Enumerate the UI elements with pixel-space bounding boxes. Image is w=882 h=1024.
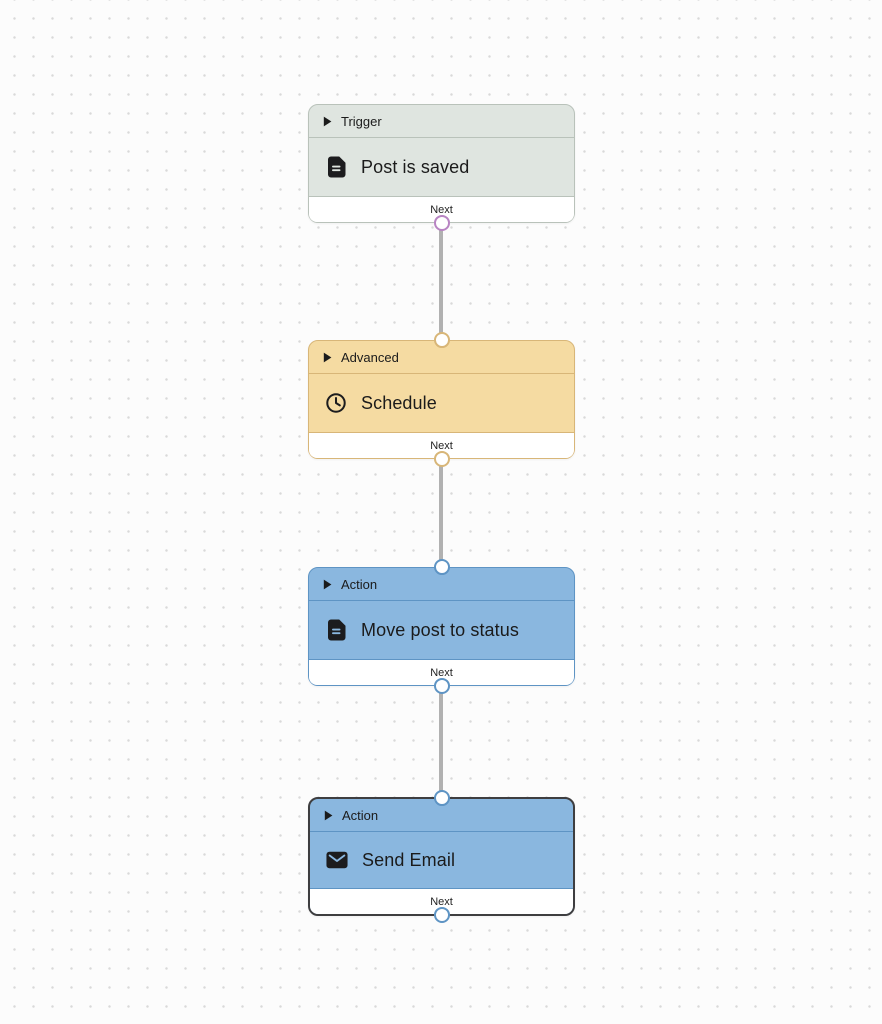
play-icon [323, 579, 332, 590]
play-icon [324, 810, 333, 821]
output-port[interactable] [433, 214, 450, 231]
document-icon [325, 619, 347, 641]
node-advanced-schedule[interactable]: Advanced Schedule Next [308, 332, 575, 467]
input-port[interactable] [433, 790, 450, 807]
output-port[interactable] [433, 677, 450, 694]
document-icon [325, 156, 347, 178]
node-category-label: Advanced [341, 349, 399, 365]
input-port[interactable] [433, 559, 450, 576]
edge-move-post-to-send-email[interactable] [439, 685, 443, 798]
node-body: Schedule [309, 374, 574, 432]
edge-trigger-to-schedule[interactable] [439, 223, 443, 341]
node-header: Advanced [309, 341, 574, 374]
node-action-move-post-to-status[interactable]: Action Move post to status Next [308, 559, 575, 694]
node-body: Move post to status [309, 601, 574, 659]
node-footer: Next [309, 659, 574, 685]
node-title: Schedule [361, 392, 437, 413]
node-body: Post is saved [309, 138, 574, 196]
edge-schedule-to-move-post[interactable] [439, 458, 443, 568]
node-category-label: Action [341, 576, 378, 592]
node-header: Trigger [309, 105, 574, 138]
next-port-label: Next [430, 895, 453, 908]
output-port[interactable] [433, 906, 450, 923]
node-body: Send Email [310, 832, 573, 888]
play-icon [323, 116, 332, 127]
node-header: Action [310, 799, 573, 832]
input-port[interactable] [433, 332, 450, 349]
next-port-label: Next [430, 666, 453, 679]
node-action-send-email[interactable]: Action Send Email Next [308, 790, 575, 923]
node-trigger-post-is-saved[interactable]: Trigger Post is saved Next [308, 104, 575, 231]
node-title: Move post to status [361, 619, 519, 640]
output-port[interactable] [433, 450, 450, 467]
node-category-label: Action [342, 807, 379, 823]
envelope-icon [326, 851, 348, 869]
node-title: Post is saved [361, 156, 470, 177]
clock-icon [325, 392, 347, 414]
node-title: Send Email [362, 849, 456, 870]
play-icon [323, 352, 332, 363]
node-header: Action [309, 568, 574, 601]
next-port-label: Next [430, 203, 453, 216]
node-category-label: Trigger [341, 113, 382, 129]
next-port-label: Next [430, 439, 453, 452]
